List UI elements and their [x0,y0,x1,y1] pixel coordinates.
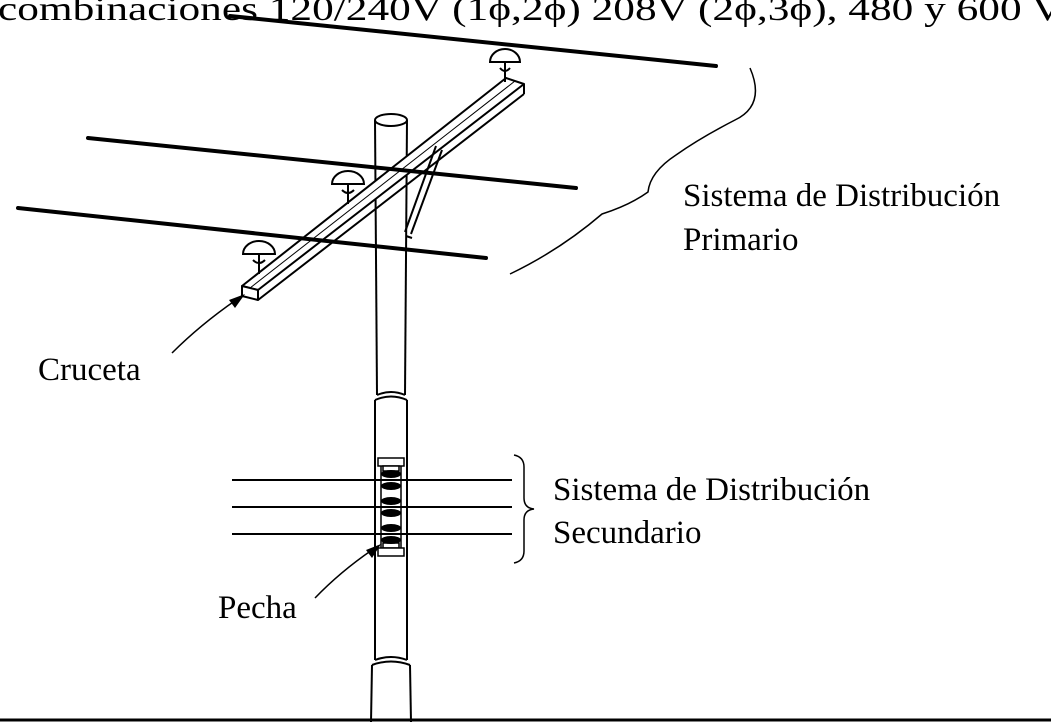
pin-insulator [488,48,522,82]
crossarm-label: Cruceta [38,352,141,388]
primary-brace [509,67,757,275]
secondary-conductors [232,479,512,535]
crossarm-pointer-arrow [171,294,245,354]
spool-insulator [381,470,401,490]
header-text: combinaciones 120/240V (1ϕ,2ϕ) 208V (2ϕ,… [0,0,1051,28]
crossarm-brace [404,145,443,239]
spool-insulator [381,497,401,517]
utility-pole [370,113,412,722]
primary-system-label-line1: Sistema de Distribución [683,178,1000,214]
spool-insulator [381,524,401,544]
primary-conductors [16,14,718,260]
crossarm [241,77,525,301]
rack-label: Pecha [218,590,297,626]
rack-pointer-arrow [314,544,381,599]
pin-insulator [330,170,366,204]
secondary-system-label-line1: Sistema de Distribución [553,472,870,508]
secondary-system-label-line2: Secundario [553,515,701,551]
secondary-brace [513,454,535,564]
primary-system-label-line2: Primario [683,222,798,258]
pin-insulator [241,240,277,274]
